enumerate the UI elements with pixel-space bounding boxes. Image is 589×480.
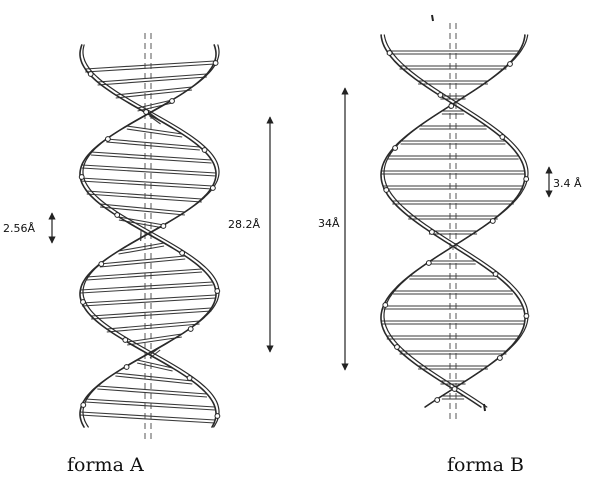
phosphate-dot [99,262,104,267]
phosphate-dot [387,51,392,56]
backbone-strand [80,45,216,427]
helix-a-caption: forma A [67,454,144,476]
helix-a-pitch-label: 28.2Å [228,218,260,231]
phosphate-dot [498,356,503,361]
phosphate-dot [88,72,93,77]
phosphate-dot [493,272,498,277]
phosphate-dot [161,224,166,229]
phosphate-dot [524,177,529,182]
helix-a-base-pairs [80,61,216,423]
phosphate-dot [144,110,149,115]
phosphate-dot [170,99,175,104]
phosphate-dot [449,104,454,109]
scan-speck [484,404,485,411]
phosphate-dot [215,289,220,294]
phosphate-dot [383,303,388,308]
phosphate-dot [490,219,495,224]
helix-a [79,33,220,440]
phosphate-dot [188,327,193,332]
helix-b [381,23,529,420]
helix-a-rise-label: 2.56Å [3,222,35,235]
helix-b-caption: forma B [447,454,524,476]
phosphate-dot [211,186,216,191]
phosphate-dot [115,213,120,218]
backbone-strand [80,45,216,427]
helix-b-rise-label: 3.4 Å [553,177,582,190]
phosphate-dot [500,135,505,140]
phosphate-dot [215,414,220,419]
phosphate-dot [213,61,218,66]
phosphate-dot [435,398,440,403]
phosphate-dot [202,148,207,153]
phosphate-dot [438,93,443,98]
helix-b-pitch-label: 34Å [318,217,340,230]
phosphate-dot [430,230,435,235]
phosphate-dot [123,338,128,343]
phosphate-dot [452,387,457,392]
phosphate-dot [81,300,86,305]
phosphate-dot [81,403,86,408]
phosphate-dot [395,345,400,350]
phosphate-dot [426,261,431,266]
phosphate-dot [124,365,129,370]
phosphate-dot [79,175,84,180]
phosphate-dot [180,251,185,256]
phosphate-dot [187,376,192,381]
scan-speck [432,15,433,21]
helix-b-axis [450,23,456,420]
helix-a-backbone-strands [80,45,219,427]
phosphate-dot [393,146,398,151]
phosphate-dot [508,62,513,67]
phosphate-dot [524,314,529,319]
phosphate-dot [384,188,389,193]
phosphate-dot [106,137,111,142]
